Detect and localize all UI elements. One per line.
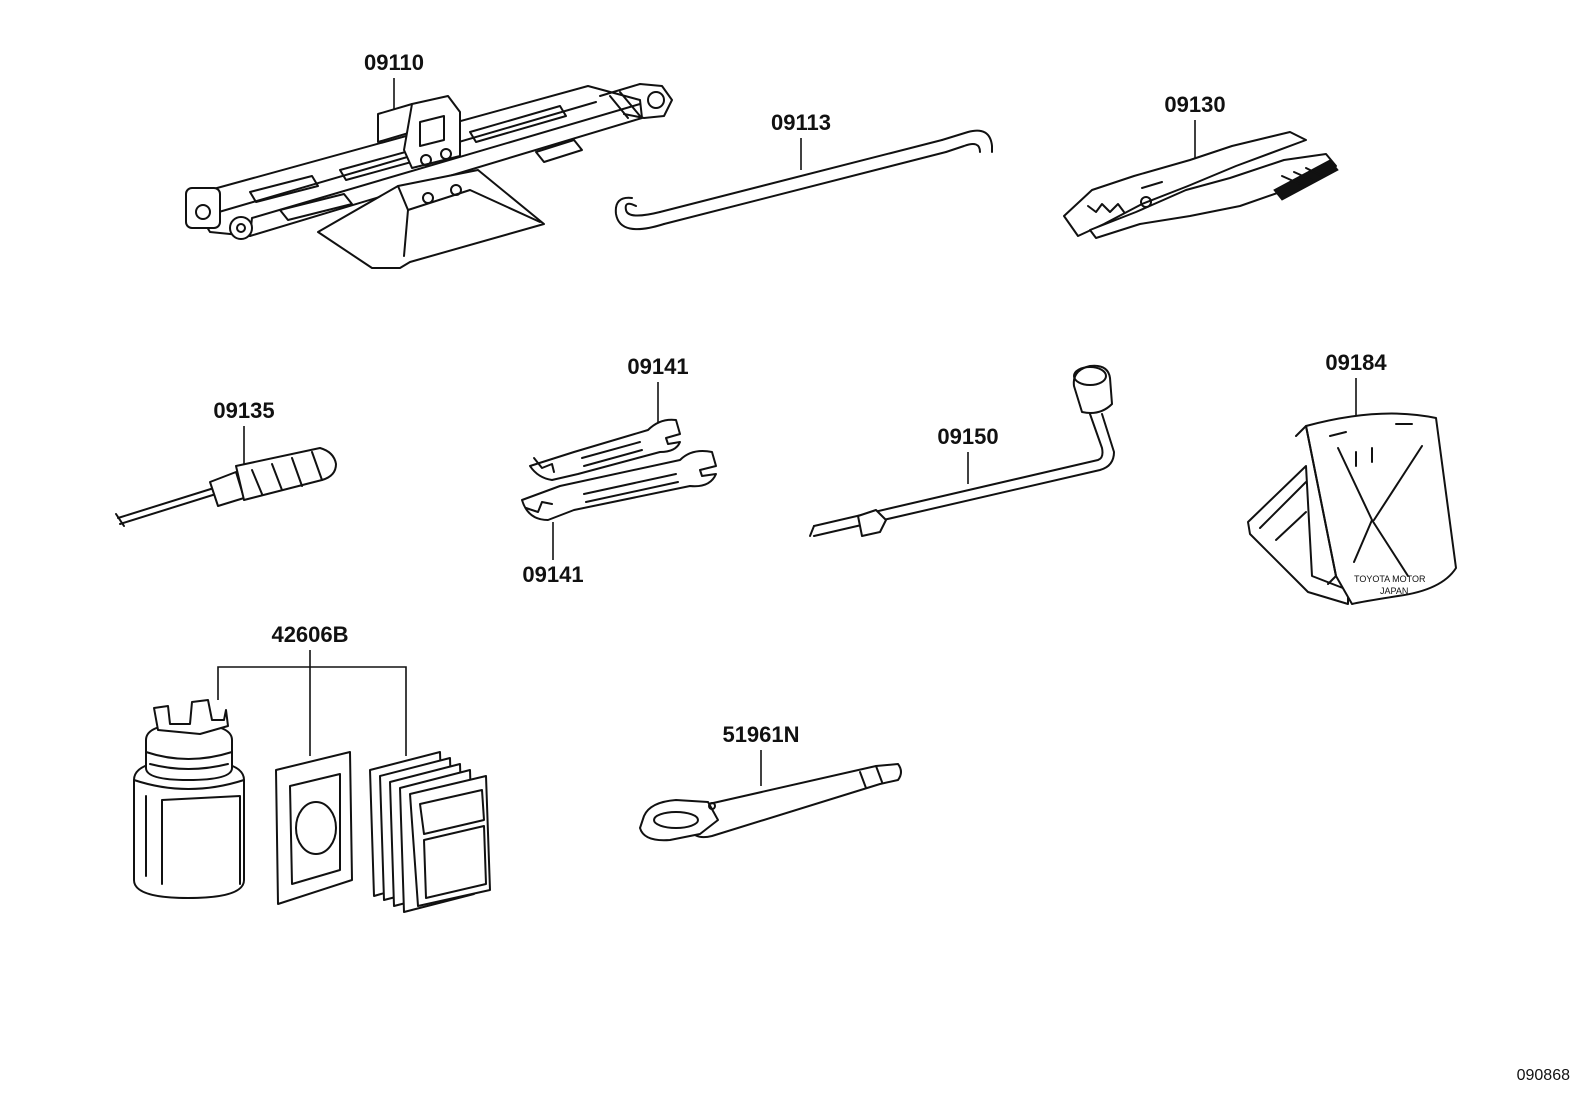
jack-handle-drawing: 09113 <box>614 110 993 231</box>
label-wrench-lower: 09141 <box>522 562 583 587</box>
label-hook: 51961N <box>722 722 799 747</box>
screwdriver-drawing: 09135 <box>115 398 337 527</box>
wrenches-drawing: 09141 09141 <box>521 354 717 587</box>
chock-print-country: JAPAN <box>1380 586 1408 596</box>
label-repair-kit: 42606B <box>271 622 348 647</box>
label-jack: 09110 <box>364 50 424 75</box>
label-screwdriver: 09135 <box>213 398 274 423</box>
wheel-chock-drawing: 09184 TOYOTA MOTOR JAPAN <box>1247 350 1457 605</box>
label-lug-wrench: 09150 <box>937 424 998 449</box>
label-wheel-chock: 09184 <box>1325 350 1387 375</box>
figure-id: 090868 <box>1516 1067 1570 1084</box>
repair-kit-drawing: 42606B <box>133 622 491 913</box>
lug-wrench-drawing: 09150 <box>809 364 1115 537</box>
label-wrench-upper: 09141 <box>627 354 688 379</box>
chock-print-maker: TOYOTA MOTOR <box>1354 574 1426 584</box>
label-pliers: 09130 <box>1164 92 1225 117</box>
hook-drawing: 51961N <box>639 722 902 842</box>
label-jack-handle: 09113 <box>771 110 831 135</box>
pliers-drawing: 09130 <box>1063 92 1339 239</box>
jack-drawing: 09110 <box>185 50 673 269</box>
leader-repair-kit-bracket <box>217 666 407 756</box>
